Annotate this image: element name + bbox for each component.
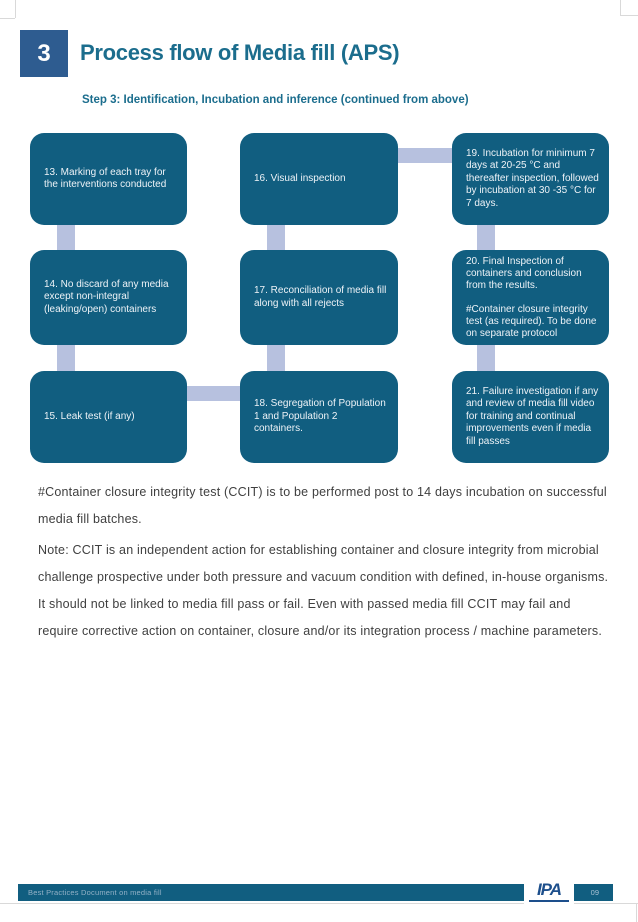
connector-14-15 <box>57 335 75 380</box>
connector-17-18 <box>267 335 285 380</box>
flow-box-13: 13. Marking of each tray for the interve… <box>30 133 187 225</box>
flow-box-15: 15. Leak test (if any) <box>30 371 187 463</box>
ipa-logo-tagline-bar <box>529 900 569 902</box>
flow-box-16-label: 16. Visual inspection <box>254 172 346 184</box>
page-bottom-line <box>0 903 638 904</box>
flow-box-17: 17. Reconciliation of media fill along w… <box>240 250 398 345</box>
connector-19-20 <box>477 215 495 260</box>
flow-box-19-label: 19. Incubation for minimum 7 days at 20-… <box>466 147 599 209</box>
flow-box-14-label: 14. No discard of any media except non-i… <box>44 278 169 315</box>
paragraph-note: Note: CCIT is an independent action for … <box>38 543 609 638</box>
page-subtitle: Step 3: Identification, Incubation and i… <box>82 94 469 106</box>
footer-document-title: Best Practices Document on media fill <box>28 888 162 897</box>
flow-box-20: 20. Final Inspection of containers and c… <box>452 250 609 345</box>
flow-box-18: 18. Segregation of Population 1 and Popu… <box>240 371 398 463</box>
page-corner-mark <box>620 0 621 15</box>
flow-box-21-label: 21. Failure investigation if any and rev… <box>466 385 599 447</box>
page-corner-mark <box>636 903 637 922</box>
flow-box-21: 21. Failure investigation if any and rev… <box>452 371 609 463</box>
page-title: Process flow of Media fill (APS) <box>80 40 400 65</box>
page-corner-mark <box>15 0 16 18</box>
paragraph-ccit: #Container closure integrity test (CCIT)… <box>38 485 607 526</box>
ipa-logo-text: IPA <box>536 880 562 899</box>
connector-16-17 <box>267 215 285 260</box>
flow-box-15-label: 15. Leak test (if any) <box>44 410 135 422</box>
footer-bar: Best Practices Document on media fill 09 <box>18 884 613 901</box>
flow-box-19: 19. Incubation for minimum 7 days at 20-… <box>452 133 609 225</box>
section-number-badge: 3 <box>20 30 68 77</box>
page-number: 09 <box>590 888 599 897</box>
page-corner-mark <box>620 15 638 16</box>
connector-13-14 <box>57 215 75 260</box>
flow-box-13-label: 13. Marking of each tray for the interve… <box>44 166 167 191</box>
page-corner-mark <box>0 18 15 19</box>
section-number: 3 <box>37 39 51 67</box>
connector-16-19 <box>390 148 460 163</box>
ipa-logo: IPA <box>524 877 574 906</box>
flow-box-17-label: 17. Reconciliation of media fill along w… <box>254 285 387 309</box>
connector-20-21 <box>477 335 495 380</box>
connector-15-18 <box>180 386 248 401</box>
flow-box-18-label: 18. Segregation of Population 1 and Popu… <box>254 398 386 435</box>
flow-box-14: 14. No discard of any media except non-i… <box>30 250 187 345</box>
flow-box-16: 16. Visual inspection <box>240 133 398 225</box>
flow-box-20-label: 20. Final Inspection of containers and c… <box>466 255 597 339</box>
